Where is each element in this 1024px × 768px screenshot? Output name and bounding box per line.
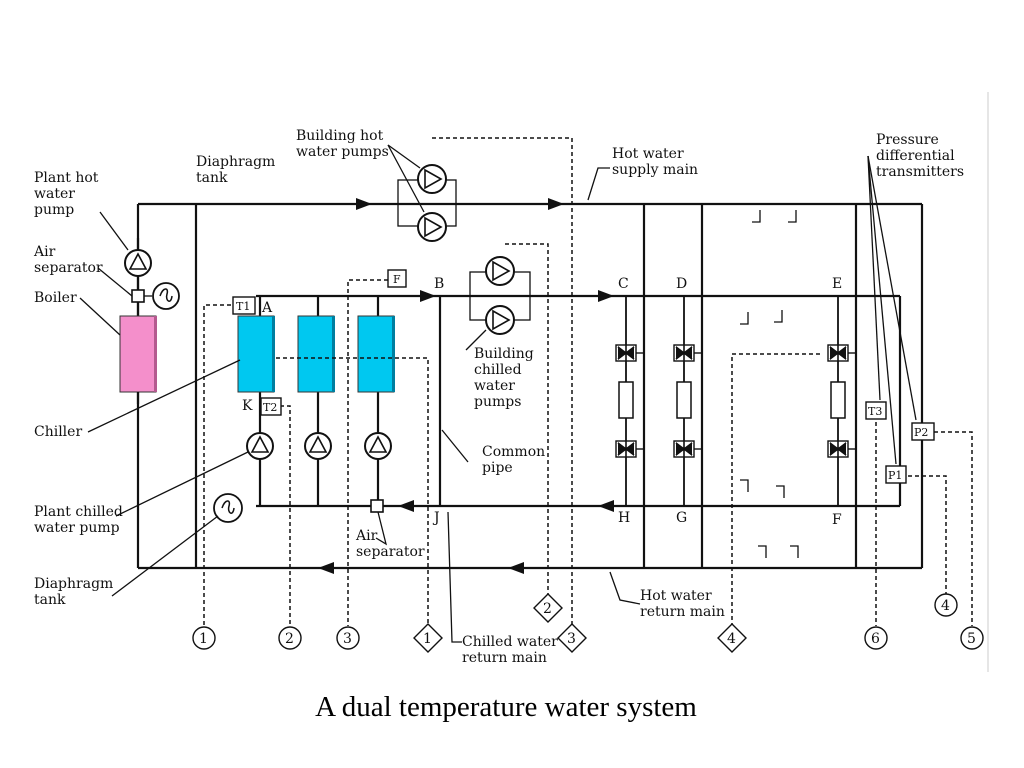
building-chilled-water-pumps <box>460 256 540 335</box>
point-k: K <box>242 398 253 414</box>
sensor-label: T3 <box>868 405 882 418</box>
label-air-separator-bottom: Air separator <box>355 528 425 560</box>
building-hot-water-pumps <box>372 164 478 242</box>
label-boiler: Boiler <box>34 290 77 306</box>
label-plant-chilled-water-pump: Plant chilled water pump <box>34 504 127 536</box>
boiler-icon <box>119 315 157 393</box>
control-valve-icon <box>673 344 702 362</box>
marker-circle-5: 5 <box>967 631 976 647</box>
label-chilled-water-return-main: Chilled water return main <box>462 634 562 666</box>
label-air-separator-left: Air separator <box>33 244 103 276</box>
marker-circle-2: 2 <box>285 631 294 647</box>
terminal-stub <box>752 210 761 223</box>
coil-icon <box>618 381 634 419</box>
chiller-icon <box>357 315 395 393</box>
label-diaphragm-tank-bottom: Diaphragm tank <box>34 576 118 608</box>
label-plant-hot-water-pump: Plant hot water pump <box>34 170 103 218</box>
control-valve-icon <box>827 440 856 458</box>
label-building-chilled-water-pumps: Building chilled water pumps <box>474 346 538 410</box>
label-chiller: Chiller <box>34 424 82 440</box>
point-d: D <box>676 276 687 292</box>
air-separator-icon <box>370 499 384 513</box>
marker-diamond-4: 4 <box>727 631 736 647</box>
chiller-icon <box>237 315 275 393</box>
point-j: J <box>432 510 440 526</box>
control-valve-icon <box>673 440 702 458</box>
point-b: B <box>434 276 444 292</box>
point-a: A <box>261 300 273 316</box>
control-valve-icon <box>615 344 644 362</box>
sensors: T1 T2 F T3 P1 P2 <box>232 269 935 484</box>
sensor-label: P1 <box>888 469 902 482</box>
label-pressure-differential-transmitters: Pressure differential transmitters <box>876 132 964 180</box>
point-g: G <box>676 510 687 526</box>
sensor-label: P2 <box>914 426 928 439</box>
sensor-label: T2 <box>263 401 277 414</box>
temperature-sensor-t1 <box>232 296 256 315</box>
flow-arrow <box>548 198 564 210</box>
label-hot-water-supply-main: Hot water supply main <box>612 146 698 178</box>
numbered-markers: 1 2 3 6 4 5 1 2 3 4 <box>192 593 984 653</box>
coil-icon <box>676 381 692 419</box>
flow-arrow <box>508 562 524 574</box>
control-signal-lines <box>203 137 973 626</box>
plant-chilled-water-pumps <box>213 432 392 523</box>
marker-circle-1: 1 <box>199 631 208 647</box>
chilled-water-loop <box>256 290 902 513</box>
flow-arrow <box>318 562 334 574</box>
point-h: H <box>618 510 630 526</box>
point-e: E <box>832 276 842 292</box>
marker-circle-6: 6 <box>871 631 880 647</box>
marker-diamond-2: 2 <box>543 601 552 617</box>
label-common-pipe: Common pipe <box>482 444 550 476</box>
flow-arrow <box>356 198 372 210</box>
label-hot-water-return-main: Hot water return main <box>640 588 725 620</box>
marker-diamond-1: 1 <box>423 631 432 647</box>
leader-lines <box>79 144 917 643</box>
chillers <box>237 315 395 393</box>
plant-hot-water-equipment <box>119 238 180 404</box>
pressure-transmitter-p1 <box>885 465 907 484</box>
point-c: C <box>618 276 629 292</box>
control-valve-icon <box>827 344 856 362</box>
sensor-label: F <box>393 273 401 286</box>
temperature-sensor-t3 <box>865 401 887 420</box>
point-labels: A B C D E F G H J K <box>242 276 842 528</box>
pressure-transmitter-p2 <box>911 422 935 441</box>
terminal-units <box>615 296 856 506</box>
sensor-label: T1 <box>236 300 250 313</box>
control-valve-icon <box>615 440 644 458</box>
marker-circle-3: 3 <box>343 631 352 647</box>
flow-sensor-f <box>387 269 407 288</box>
marker-circle-4: 4 <box>941 598 950 614</box>
chiller-icon <box>297 315 335 393</box>
point-f: F <box>832 512 842 528</box>
temperature-sensor-t2 <box>260 397 282 416</box>
text-labels: Building hot water pumps Diaphragm tank … <box>33 128 964 666</box>
marker-diamond-3: 3 <box>567 631 576 647</box>
coil-icon <box>830 381 846 419</box>
label-building-hot-water-pumps: Building hot water pumps <box>296 128 389 160</box>
air-separator-icon <box>131 289 145 303</box>
diagram-caption: A dual temperature water system <box>315 691 697 723</box>
label-diaphragm-tank-top: Diaphragm tank <box>196 154 280 186</box>
